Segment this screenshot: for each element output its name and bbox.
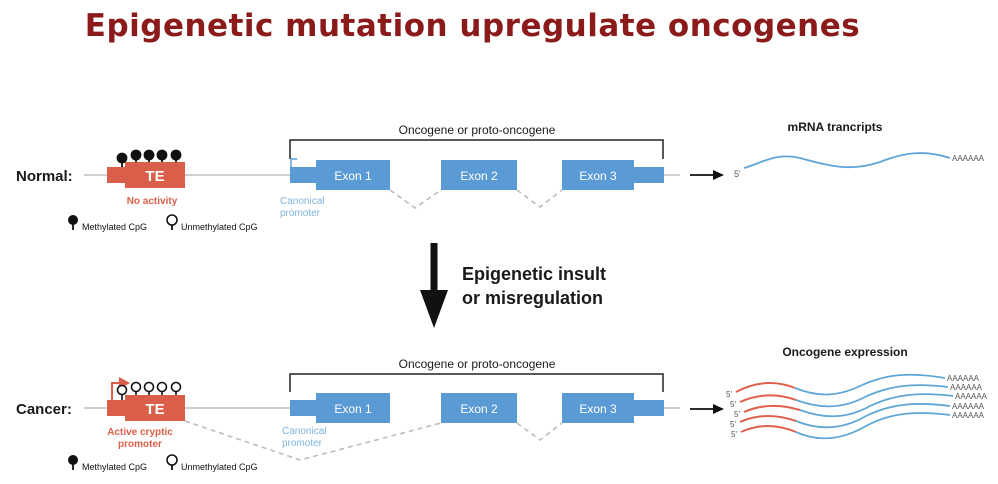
cancer-legend-methylated: Methylated CpG (82, 462, 147, 472)
cancer-exon-3 (562, 393, 634, 423)
methylated-cpg-icon (170, 149, 182, 161)
cancer-mrna-1-blue (794, 373, 946, 396)
cancer-te-stub (107, 400, 125, 416)
normal-te-label: TE (145, 168, 164, 185)
cancer-promoter-label-2: promoter (282, 438, 323, 449)
unmethylated-cpg-icon (166, 454, 178, 466)
cancer-five-prime: 5' (730, 400, 736, 409)
normal-gene-bracket-label: Oncogene or proto-oncogene (399, 123, 556, 137)
cancer-five-prime: 5' (730, 420, 736, 429)
cancer-poly-a: AAAAAA (950, 383, 983, 392)
normal-exon-3 (562, 160, 634, 190)
normal-exon-2-label: Exon 2 (460, 169, 498, 183)
normal-te-status: No activity (127, 196, 178, 207)
cancer-gene-bracket-label: Oncogene or proto-oncogene (399, 357, 556, 371)
cancer-poly-a: AAAAAA (952, 402, 985, 411)
normal-promoter-label-1: Canonical (280, 196, 324, 207)
normal-splice-1 (389, 189, 442, 209)
normal-splice-2 (516, 189, 563, 209)
cancer-mrna-3-red (743, 404, 801, 413)
cancer-unmethylated-cpgs (116, 381, 182, 400)
page-title: Epigenetic mutation upregulate oncogenes (84, 8, 861, 44)
methylated-cpg-icon (156, 149, 168, 161)
cancer-mrna-5-red (740, 425, 797, 433)
unmethylated-cpg-icon (143, 381, 155, 393)
cancer-poly-a: AAAAAA (952, 411, 985, 420)
cancer-mrna-2-blue (795, 384, 949, 408)
normal-methylated-cpgs (116, 149, 182, 167)
transition-text-1: Epigenetic insult (462, 264, 606, 284)
unmethylated-cpg-icon (116, 384, 128, 396)
methylated-cpg-icon (68, 215, 78, 225)
cancer-mrna-2-red (739, 394, 797, 403)
cancer-poly-a: AAAAAA (955, 392, 988, 401)
cancer-five-prime: 5' (731, 430, 737, 439)
cancer-poly-a: AAAAAA (947, 374, 980, 383)
cancer-te-block (125, 395, 185, 421)
cancer-mrna-4-red (739, 414, 797, 423)
cancer-mrna-1-red (735, 382, 796, 393)
cancer-mrna-3-blue (799, 393, 954, 418)
normal-legend-unmethylated: Unmethylated CpG (181, 222, 258, 232)
methylated-cpg-icon (116, 152, 128, 164)
cancer-exon-1 (316, 393, 390, 423)
cancer-legend-unmethylated: Unmethylated CpG (181, 462, 258, 472)
normal-row: Normal: TE No activity Methylated CpG Un… (16, 120, 985, 232)
cancer-gene-bracket (289, 373, 664, 392)
cancer-te-label: TE (145, 401, 164, 418)
cancer-row-label: Cancer: (16, 401, 72, 418)
unmethylated-cpg-icon (156, 381, 168, 393)
cancer-utr-left (290, 400, 316, 416)
cancer-mrna-group: 5' 5' 5' 5' 5' AAAAAA AAAAAA AAAAAA AAAA… (726, 373, 988, 440)
methylated-cpg-icon (130, 149, 142, 161)
unmethylated-cpg-icon (170, 381, 182, 393)
normal-legend-methylated: Methylated CpG (82, 222, 147, 232)
transition-arrow-head (420, 290, 448, 328)
normal-gene-bracket (289, 139, 664, 159)
normal-promoter-mark (290, 158, 297, 167)
cancer-transcript-label: Oncogene expression (782, 345, 907, 359)
cancer-mrna-5-blue (795, 412, 951, 440)
transition-text-2: or misregulation (462, 288, 603, 308)
cancer-splice-1 (184, 420, 442, 461)
cancer-exon-2 (441, 393, 517, 423)
cancer-te-status-1: Active cryptic (107, 427, 173, 438)
normal-legend: Methylated CpG Unmethylated CpG (68, 214, 258, 232)
cancer-splice-2 (516, 422, 563, 442)
normal-promoter-label-2: promoter (280, 208, 321, 219)
cancer-te-status-2: promoter (118, 439, 162, 450)
transition: Epigenetic insult or misregulation (420, 243, 606, 328)
cancer-five-prime: 5' (734, 410, 740, 419)
normal-utr-right (634, 167, 664, 183)
unmethylated-cpg-icon (166, 214, 178, 226)
normal-row-label: Normal: (16, 168, 73, 185)
cancer-exon-2-label: Exon 2 (460, 402, 498, 416)
normal-arrow-head (713, 170, 724, 180)
cancer-utr-right (634, 400, 664, 416)
normal-five-prime: 5' (734, 169, 741, 179)
cancer-exon-1-label: Exon 1 (334, 402, 372, 416)
normal-mrna-wave (743, 152, 951, 169)
cancer-promoter-label-1: Canonical (282, 426, 326, 437)
cancer-cryptic-promoter-mark (111, 382, 120, 400)
unmethylated-cpg-icon (130, 381, 142, 393)
normal-poly-a: AAAAAA (952, 154, 985, 163)
normal-exon-3-label: Exon 3 (579, 169, 617, 183)
normal-transcript-label: mRNA trancripts (788, 120, 883, 134)
normal-exon-2 (441, 160, 517, 190)
normal-te-stub (107, 167, 125, 183)
cancer-row: Cancer: TE Active cryptic promoter Methy… (16, 345, 988, 472)
cancer-mrna-4-blue (795, 403, 951, 429)
methylated-cpg-icon (68, 455, 78, 465)
methylated-cpg-icon (143, 149, 155, 161)
normal-utr-left (290, 167, 316, 183)
cancer-legend: Methylated CpG Unmethylated CpG (68, 454, 258, 472)
normal-exon-1-label: Exon 1 (334, 169, 372, 183)
normal-exon-1 (316, 160, 390, 190)
cancer-five-prime: 5' (726, 390, 732, 399)
cancer-exon-3-label: Exon 3 (579, 402, 617, 416)
cancer-arrow-head (713, 404, 724, 414)
normal-te-block (125, 162, 185, 188)
